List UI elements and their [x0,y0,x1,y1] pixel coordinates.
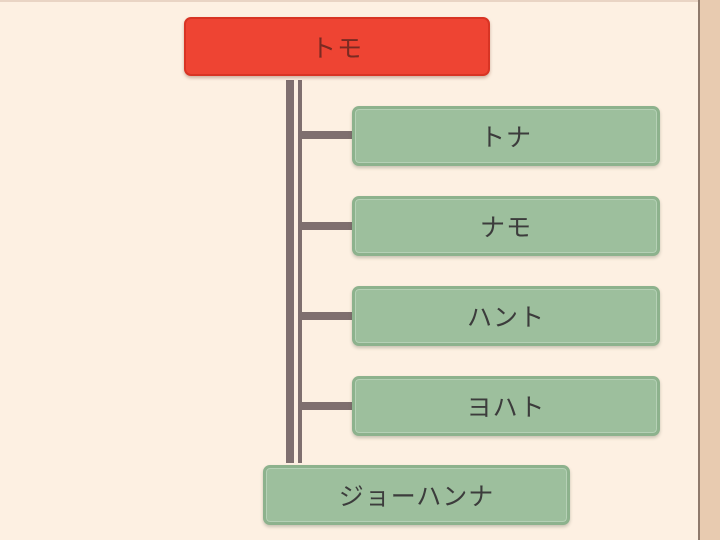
connector-1 [302,131,353,139]
top-border [0,0,698,2]
child-node-1[interactable]: トナ [352,106,660,166]
bottom-node[interactable]: ジョーハンナ [263,465,570,525]
connector-2 [302,222,353,230]
connector-3 [302,312,353,320]
node-label: ハント [466,303,545,332]
node-label: ヨハト [466,393,546,422]
child-node-4[interactable]: ヨハト [352,376,660,436]
vertical-connector-thick [286,80,294,463]
vertical-connector-thin [298,80,302,463]
right-edge-strip [698,0,720,540]
node-label: トモ [310,33,363,63]
connector-4 [302,402,353,410]
root-node[interactable]: トモ [184,17,490,76]
node-label: トナ [479,123,532,152]
node-label: ジョーハンナ [338,482,495,511]
child-node-3[interactable]: ハント [352,286,660,346]
node-label: ナモ [479,213,532,242]
child-node-2[interactable]: ナモ [352,196,660,256]
